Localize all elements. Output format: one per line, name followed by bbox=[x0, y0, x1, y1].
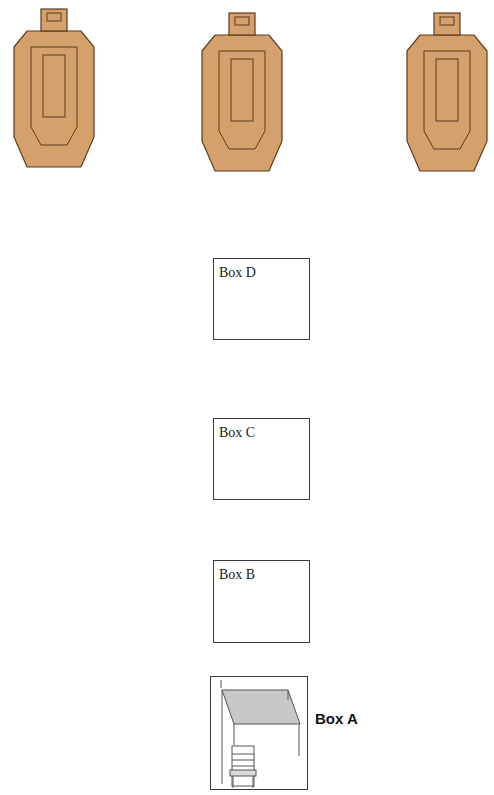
target-silhouette bbox=[14, 9, 94, 167]
target-silhouette bbox=[407, 13, 487, 171]
box: Box B bbox=[213, 560, 310, 643]
box-label: Box A bbox=[315, 710, 358, 727]
box-title: Box D bbox=[219, 265, 256, 281]
box-title: Box C bbox=[219, 425, 255, 441]
box: Box D bbox=[213, 258, 310, 340]
box-title: Box B bbox=[219, 567, 255, 583]
target-silhouette bbox=[202, 13, 282, 171]
box: Box C bbox=[213, 418, 310, 500]
table-and-chair bbox=[221, 680, 300, 788]
box: Box A bbox=[210, 676, 308, 790]
